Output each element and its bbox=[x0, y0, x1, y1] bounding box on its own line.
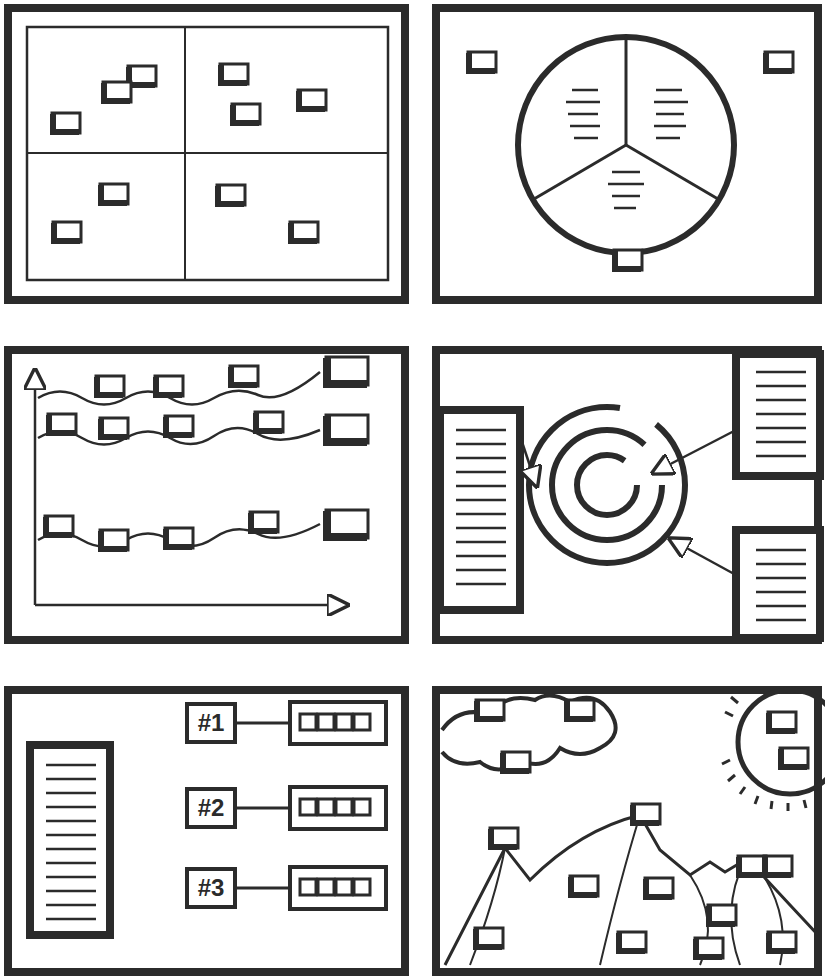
target-panel bbox=[436, 350, 820, 640]
rank-number: #2 bbox=[198, 794, 225, 822]
rank-box: #3 bbox=[185, 867, 237, 909]
timeline-panel bbox=[8, 350, 405, 640]
landscape-panel bbox=[436, 690, 825, 972]
rank-number: #3 bbox=[198, 874, 225, 902]
ranking-panel bbox=[8, 690, 405, 972]
rank-box: #2 bbox=[185, 787, 237, 829]
pie-panel bbox=[436, 8, 818, 300]
rank-box: #1 bbox=[185, 702, 237, 744]
rank-number: #1 bbox=[198, 709, 225, 737]
quadrant-panel bbox=[8, 8, 405, 300]
